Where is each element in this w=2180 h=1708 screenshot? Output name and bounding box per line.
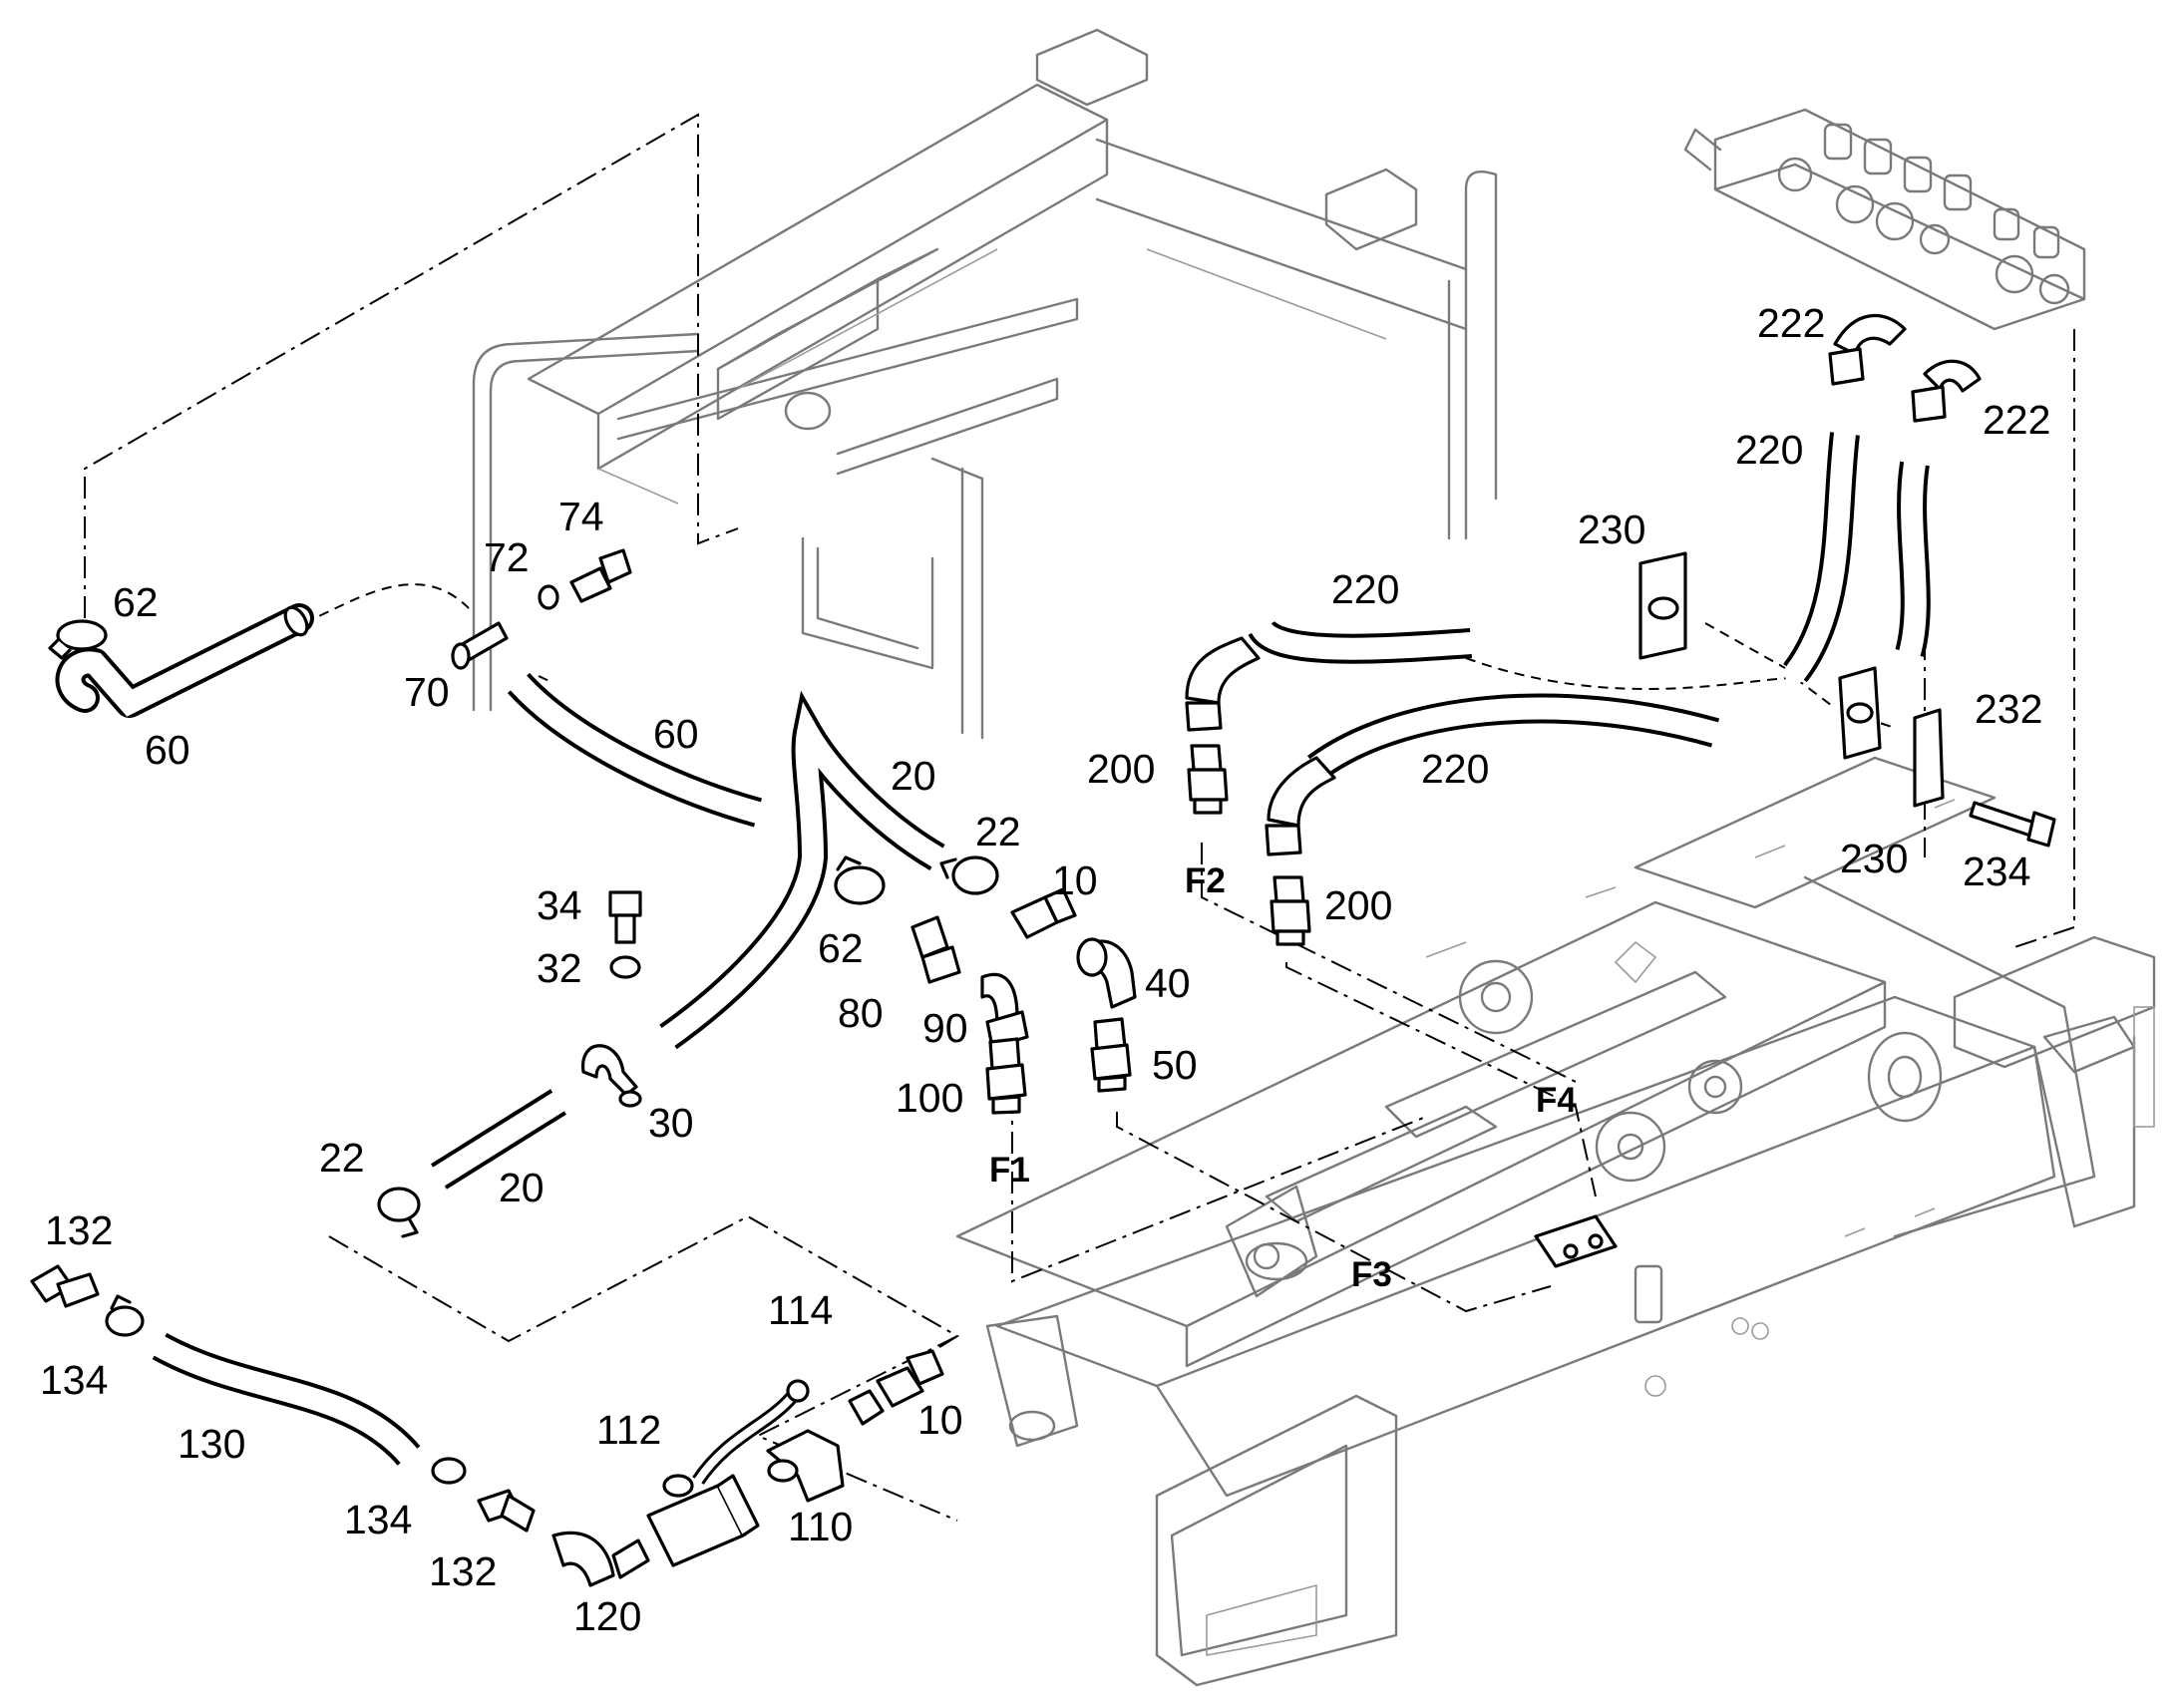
callout-20: 20 (499, 1165, 545, 1210)
marker-f2: F2 (1185, 861, 1226, 900)
callout-72: 72 (484, 534, 530, 580)
callout-200: 200 (1324, 882, 1392, 928)
hose-20-short (428, 1089, 569, 1190)
elbows-222 (1828, 313, 1982, 423)
adapter-100 (985, 1037, 1027, 1115)
bracket-110 (766, 1429, 845, 1503)
valve-112 (646, 1379, 810, 1567)
callout-200: 200 (1087, 746, 1155, 792)
callout-132: 132 (429, 1548, 497, 1594)
clamp-134-left (105, 1294, 145, 1337)
callout-22: 22 (975, 809, 1021, 854)
elbow-40 (1076, 937, 1137, 1009)
washer-32 (609, 955, 641, 979)
callout-220: 220 (1735, 427, 1803, 473)
callout-90: 90 (922, 1005, 968, 1051)
callout-222: 222 (1983, 397, 2050, 443)
callout-114: 114 (768, 1287, 833, 1333)
callout-132: 132 (45, 1207, 113, 1253)
callout-74: 74 (558, 494, 604, 539)
connection-markers: F2 F4 F1 F3 (989, 861, 1577, 1294)
callout-222: 222 (1757, 300, 1825, 346)
marker-f3: F3 (1351, 1255, 1392, 1294)
callout-220: 220 (1331, 566, 1399, 612)
clamp-22-lower (377, 1187, 421, 1238)
bolt-234 (1969, 801, 2056, 848)
callout-62: 62 (818, 925, 864, 971)
clamp-halves-230 (1638, 551, 1882, 760)
hose-20-long (657, 690, 948, 1050)
clamp-22-upper (939, 855, 999, 895)
marker-f4: F4 (1536, 1081, 1577, 1120)
callout-234: 234 (1963, 849, 2030, 894)
callout-110: 110 (788, 1504, 853, 1549)
callout-112: 112 (596, 1407, 661, 1453)
lower-chassis-frame (955, 756, 2156, 1687)
callout-230: 230 (1840, 836, 1908, 881)
callout-34: 34 (537, 882, 582, 928)
manifold-block (1683, 108, 2086, 331)
elbow-90 (980, 972, 1029, 1049)
clamp-134-right (431, 1457, 467, 1485)
callout-232: 232 (1975, 686, 2042, 732)
plate-232 (1913, 708, 1945, 808)
fitting-10-lower (876, 1349, 944, 1408)
callout-10: 10 (1052, 857, 1098, 903)
hose-130 (149, 1332, 421, 1467)
callout-120: 120 (573, 1593, 641, 1639)
callout-100: 100 (896, 1075, 963, 1121)
adapter-50 (1090, 1017, 1132, 1093)
fitting-132-right (477, 1489, 536, 1533)
callout-134: 134 (344, 1497, 412, 1542)
callout-50: 50 (1152, 1042, 1198, 1088)
clamp-62-upper (48, 619, 108, 660)
clamp-70 (451, 621, 509, 670)
callout-30: 30 (648, 1100, 694, 1146)
callout-10: 10 (917, 1397, 963, 1443)
callout-20: 20 (891, 753, 936, 799)
callout-60: 60 (653, 711, 699, 757)
leader-lines (84, 113, 2075, 1522)
fitting-80 (910, 915, 961, 984)
callout-60: 60 (145, 727, 190, 773)
upper-frame-structure (472, 28, 1498, 740)
hose-60-lower (507, 672, 769, 828)
bolt-74 (569, 548, 632, 603)
callout-labels: 222 222 220 230 220 232 200 220 230 234 … (40, 300, 2050, 1639)
fitting-10-upper (1010, 887, 1077, 939)
callout-130: 130 (178, 1421, 245, 1467)
callout-134: 134 (40, 1357, 108, 1403)
washer-72 (538, 584, 559, 610)
adapters-200 (1187, 744, 1311, 946)
clamp-62-middle (834, 855, 886, 905)
callout-220: 220 (1421, 746, 1489, 792)
callout-230: 230 (1578, 507, 1645, 552)
callout-80: 80 (838, 990, 884, 1036)
callout-40: 40 (1145, 960, 1191, 1006)
hose-60-upper (55, 603, 314, 718)
elbow-120 (551, 1531, 650, 1587)
callout-32: 32 (537, 945, 582, 991)
callout-22: 22 (319, 1135, 365, 1181)
nut-114 (848, 1389, 885, 1426)
callout-62: 62 (113, 579, 159, 625)
clamp-30 (581, 1044, 642, 1108)
fitting-132-left (30, 1264, 100, 1308)
valve-cluster-chassis (1534, 1214, 1618, 1268)
bolt-34 (608, 890, 642, 944)
hoses-220 (1185, 423, 1931, 856)
callout-70: 70 (404, 669, 450, 715)
marker-f1: F1 (989, 1151, 1030, 1190)
